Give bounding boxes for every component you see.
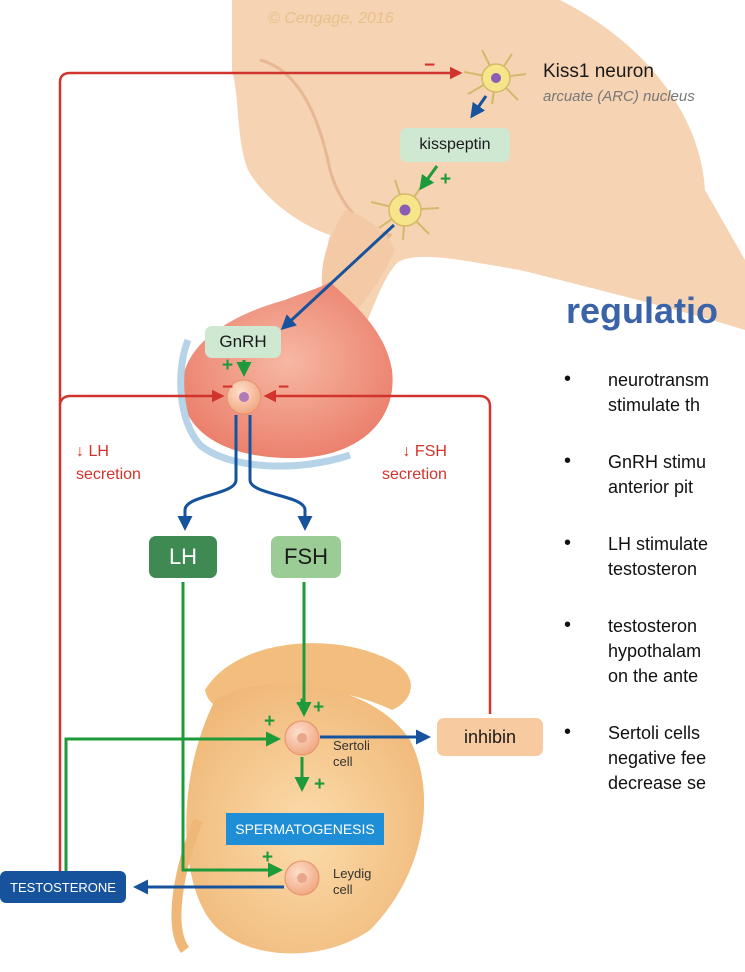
- bullet-dot: •: [564, 614, 572, 636]
- lh-secretion-word: secretion: [76, 466, 141, 483]
- testosterone-feedback-pituitary-arrow: [58, 389, 225, 406]
- plus-sign-fsh-sertoli-1: +: [296, 694, 308, 715]
- bullet-dot: •: [564, 532, 572, 554]
- fsh-decrease-arrow: ↓: [402, 443, 411, 460]
- fsh-secretion-word: secretion: [382, 466, 447, 483]
- inhibin-feedback-pituitary-arrow: [263, 389, 492, 714]
- panel-bullet: • GnRH stimu anterior pit: [564, 450, 709, 500]
- sertoli-label-line2: cell: [333, 754, 353, 769]
- plus-sign-testosterone-sertoli: +: [264, 711, 276, 732]
- lh-secretion-label: ↓ LH secretion: [76, 440, 141, 486]
- bullet-text: Sertoli cells negative fee decrease se: [608, 723, 707, 793]
- arcuate-nucleus-label: arcuate (ARC) nucleus: [543, 88, 695, 105]
- pituitary-capsule: [177, 338, 352, 470]
- inhibin-label: inhibin: [463, 726, 517, 747]
- leydig-label-line2: cell: [333, 882, 353, 897]
- bullet-dot: •: [564, 721, 572, 743]
- testosterone-feedback-kiss1-arrow: [58, 66, 463, 871]
- bullet-text: testosteron hypothalam on the ante: [608, 616, 702, 686]
- testosterone-to-sertoli-arrow: [64, 731, 281, 871]
- gnrh-neuron: [370, 179, 440, 241]
- panel-bullet-list: • neurotransm stimulate th • GnRH stimu an…: [564, 368, 710, 828]
- sertoli-cell-label: Sertoli cell: [333, 738, 370, 770]
- kisspeptin-label: kisspeptin: [419, 136, 491, 153]
- plus-sign-fsh-sertoli-2: +: [313, 697, 325, 718]
- lh-to-leydig-arrow: [181, 582, 283, 878]
- spermatogenesis-label: SPERMATOGENESIS: [235, 821, 375, 837]
- panel-bullet: • LH stimulate testosteron: [564, 532, 709, 582]
- kisspeptin-stimulates-gnrh-arrow: [419, 165, 439, 191]
- panel-bullet: • neurotransm stimulate th: [564, 368, 710, 418]
- copyright-notice: © Cengage, 2016: [268, 10, 394, 27]
- bullet-text: neurotransm stimulate th: [608, 370, 710, 415]
- gnrh-neuron-to-gnrh-arrow: [280, 223, 396, 331]
- kiss-to-kisspeptin-arrow: [470, 95, 488, 119]
- leydig-label-line1: Leydig: [333, 866, 372, 881]
- bullet-dot: •: [564, 368, 572, 390]
- bullet-text: LH stimulate testosteron: [608, 534, 709, 579]
- fsh-label: FSH: [284, 544, 328, 569]
- bullet-dot: •: [564, 450, 572, 472]
- panel-title: regulatio: [566, 290, 719, 331]
- lh-secretion-hormone: LH: [88, 443, 109, 460]
- minus-sign-fsh: −: [278, 377, 290, 398]
- kisspeptin-box: kisspeptin: [400, 128, 510, 162]
- testosterone-label: TESTOSTERONE: [10, 879, 116, 895]
- gnrh-box: GnRH: [205, 326, 281, 358]
- kiss1-neuron: [463, 49, 527, 105]
- testosterone-box: TESTOSTERONE: [0, 871, 126, 903]
- cell-to-fsh-arrow: [248, 415, 313, 531]
- fsh-secretion-hormone: FSH: [414, 443, 447, 460]
- plus-sign-lh-leydig: +: [262, 847, 274, 868]
- gnrh-label: GnRH: [219, 332, 267, 351]
- lh-box: LH: [149, 536, 217, 578]
- fsh-box: FSH: [271, 536, 341, 578]
- lh-label: LH: [168, 544, 198, 569]
- panel-bullet: • testosteron hypothalam on the ante: [564, 614, 709, 689]
- panel-bullet: • Sertoli cells negative fee decrease se: [564, 721, 709, 796]
- lh-decrease-arrow: ↓: [76, 443, 84, 460]
- plus-sign-kisspeptin: +: [440, 169, 452, 190]
- fsh-secretion-label: ↓ FSH secretion: [382, 440, 447, 486]
- bullet-text: GnRH stimu anterior pit: [608, 452, 707, 497]
- spermatogenesis-box: SPERMATOGENESIS: [226, 813, 384, 845]
- inhibin-box: inhibin: [437, 718, 543, 756]
- plus-sign-gnrh: +: [222, 355, 234, 376]
- kiss1-neuron-label: Kiss1 neuron: [543, 61, 654, 82]
- cell-to-lh-arrow: [177, 415, 238, 531]
- vas-deferens: [171, 818, 203, 953]
- sertoli-label-line1: Sertoli: [333, 738, 370, 753]
- plus-sign-spermatogenesis: +: [314, 774, 326, 795]
- minus-sign-kiss1: −: [424, 55, 436, 76]
- leydig-cell-label: Leydig cell: [333, 866, 371, 898]
- minus-sign-lh: −: [222, 377, 234, 398]
